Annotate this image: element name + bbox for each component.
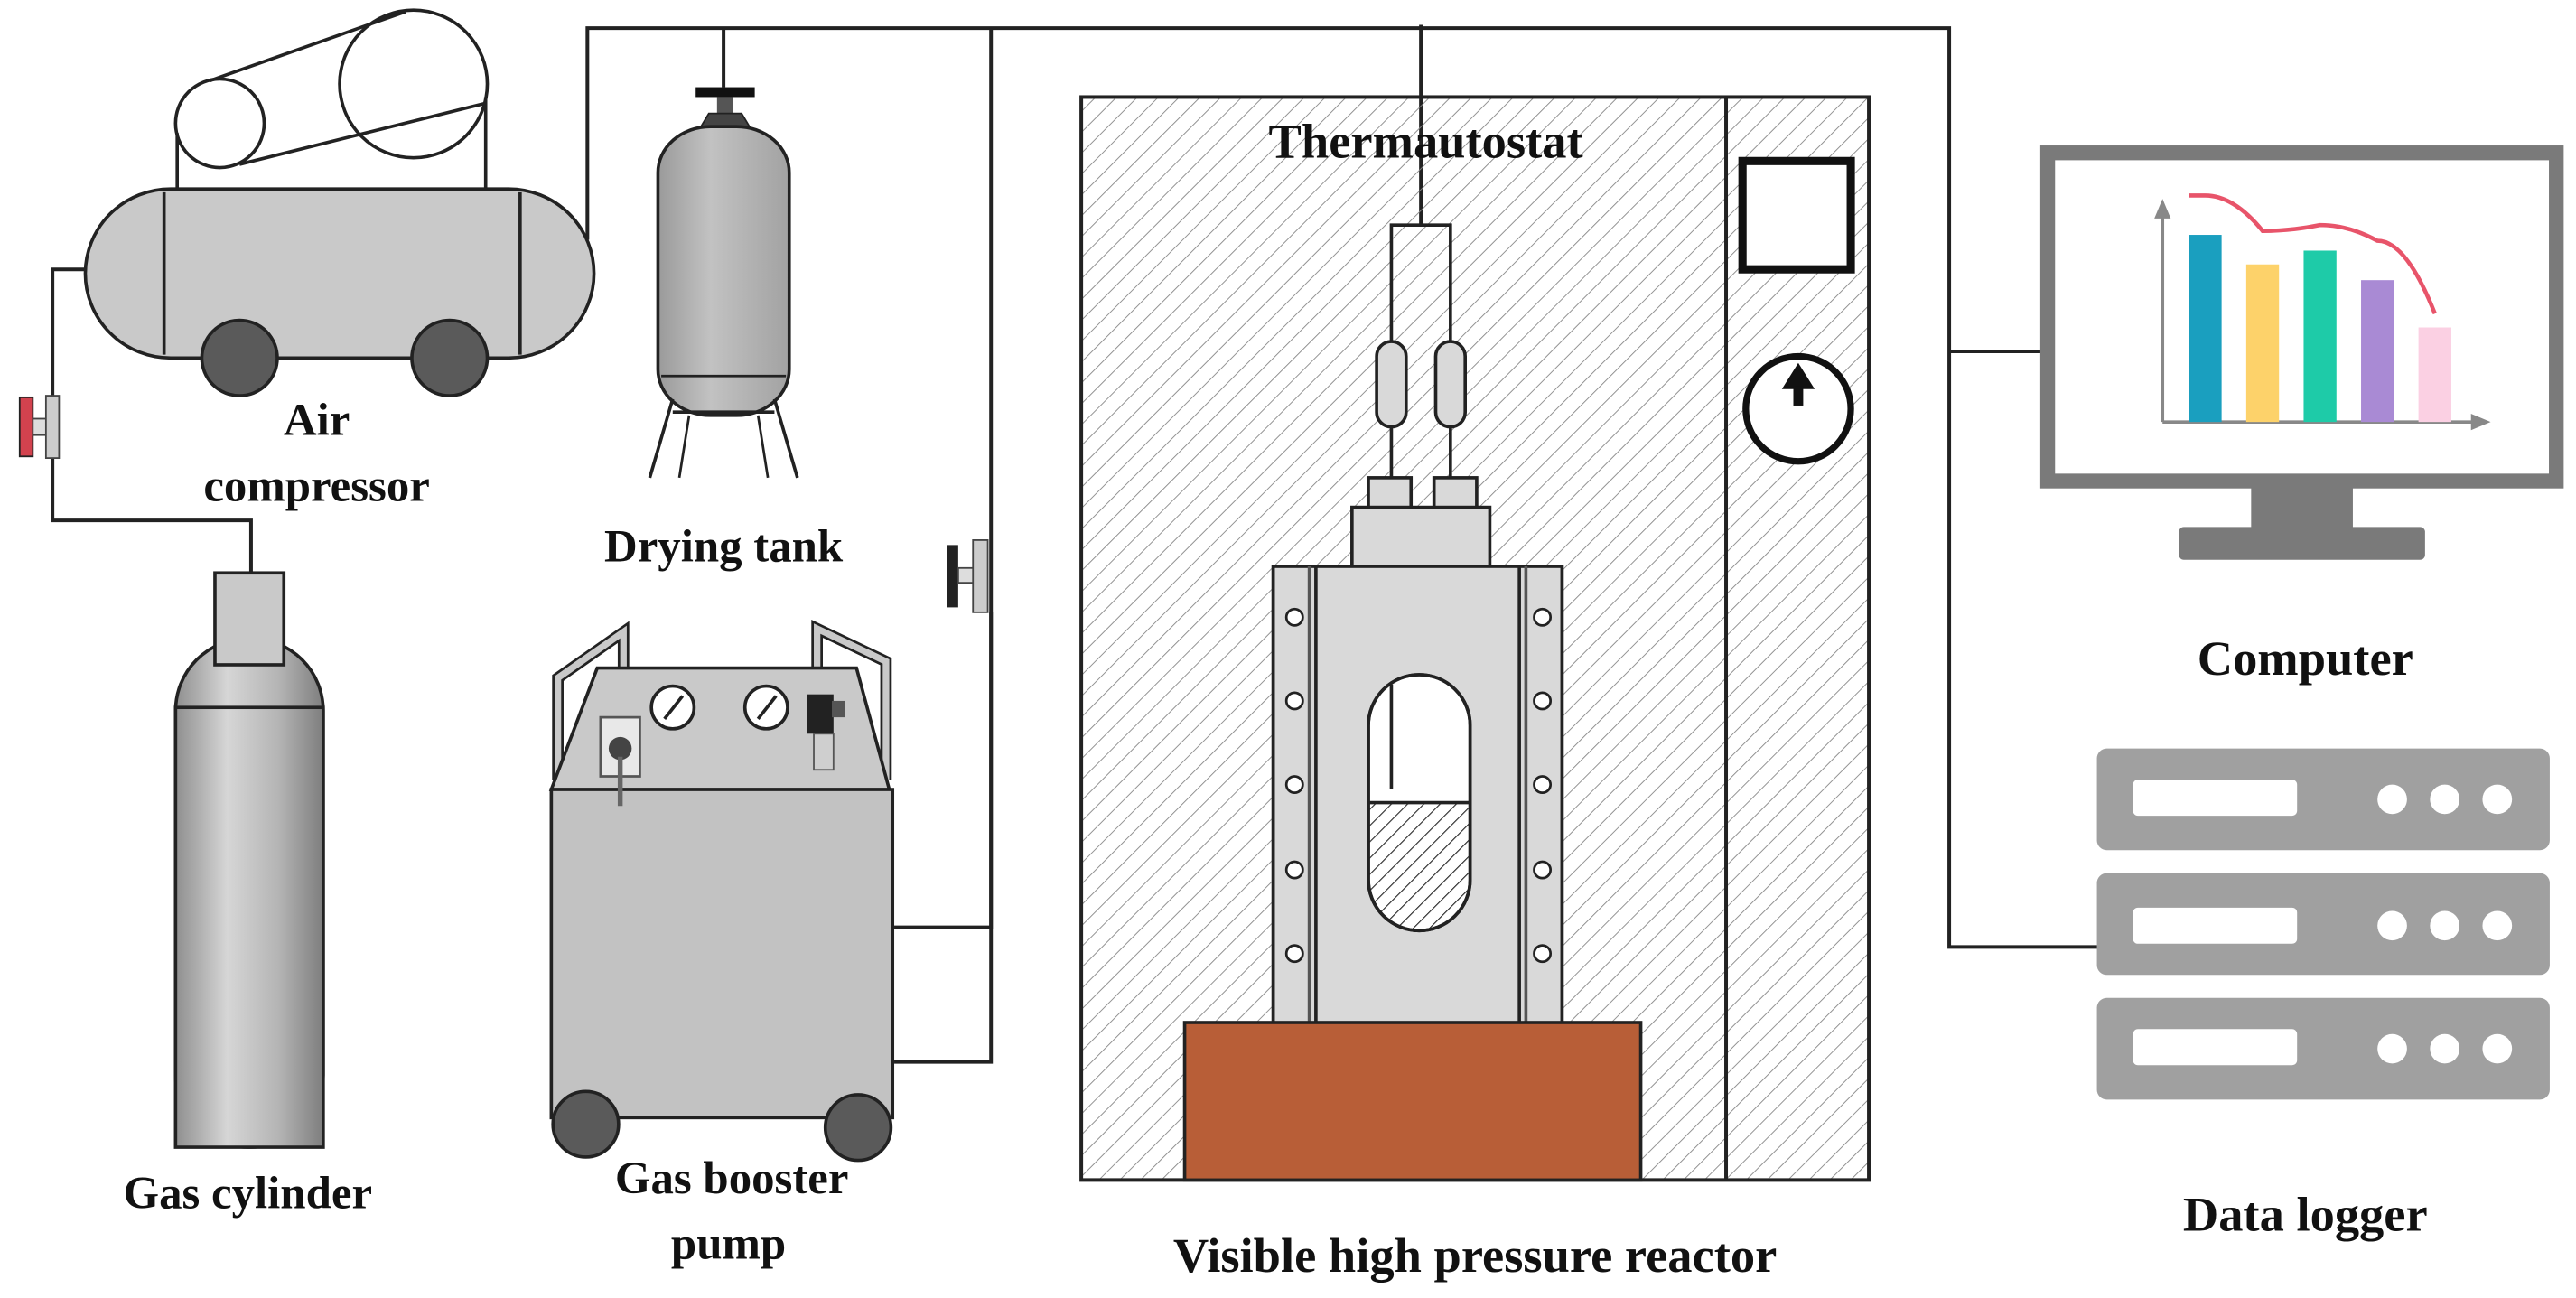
top-main-line bbox=[585, 26, 2101, 949]
drying-tank: Drying tank bbox=[604, 87, 844, 573]
reactor-sight-window bbox=[1367, 673, 1472, 933]
compressor-pulley-small bbox=[173, 77, 266, 170]
monitor-chart-bars bbox=[2189, 235, 2451, 423]
reactor-filter-left bbox=[1375, 340, 1408, 429]
monitor-chart-trend-line bbox=[2189, 193, 2437, 315]
gas-cylinder-valve bbox=[213, 571, 286, 667]
logger-unit-1 bbox=[2096, 748, 2550, 851]
high-pressure-reactor: Visible high pressure reactor bbox=[1173, 223, 1777, 1283]
monitor-bar-3 bbox=[2303, 250, 2337, 423]
booster-to-reactor-line bbox=[894, 612, 994, 1064]
compressor-tank bbox=[83, 187, 596, 360]
monitor-bar-2 bbox=[2245, 264, 2280, 423]
compressor-wheel-right bbox=[410, 318, 490, 397]
reactor-label: Visible high pressure reactor bbox=[1173, 1228, 1777, 1283]
reactor-base bbox=[1182, 1021, 1643, 1182]
data-logger: Data logger bbox=[2096, 748, 2550, 1242]
gas-booster-label-line2: pump bbox=[671, 1219, 786, 1270]
reactor-bolts bbox=[1284, 607, 1553, 964]
logger-unit-2 bbox=[2096, 873, 2550, 976]
cylinder-to-compressor-line bbox=[51, 267, 253, 574]
booster-to-main-line bbox=[894, 28, 994, 929]
monitor-bar-5 bbox=[2418, 327, 2451, 423]
air-compressor: Air compressor bbox=[83, 8, 596, 511]
computer: Computer bbox=[2039, 145, 2564, 686]
pressure-gauge-2-icon bbox=[742, 684, 789, 731]
valve-middle[interactable] bbox=[947, 539, 989, 613]
logger-unit-3 bbox=[2096, 997, 2550, 1100]
reactor-filter-right bbox=[1433, 340, 1468, 429]
computer-label: Computer bbox=[2198, 630, 2413, 686]
monitor-bar-1 bbox=[2189, 235, 2222, 423]
control-panel-display[interactable] bbox=[1738, 156, 1855, 274]
compressor-pulley-large bbox=[338, 8, 490, 160]
drying-tank-label: Drying tank bbox=[604, 522, 844, 573]
valve-left[interactable] bbox=[18, 395, 61, 460]
booster-switch-icon bbox=[807, 694, 845, 771]
air-compressor-label-line1: Air bbox=[284, 396, 350, 446]
computer-monitor bbox=[2039, 145, 2564, 489]
booster-wheel-right bbox=[823, 1093, 893, 1163]
booster-wheel-left bbox=[551, 1089, 621, 1159]
gas-cylinder: Gas cylinder bbox=[124, 571, 372, 1219]
compressor-belt bbox=[209, 10, 485, 166]
gas-cylinder-label: Gas cylinder bbox=[124, 1168, 372, 1219]
booster-body bbox=[549, 788, 895, 1120]
computer-stand bbox=[2179, 527, 2425, 560]
compressor-wheel-left bbox=[200, 318, 279, 397]
pressure-dial-icon[interactable] bbox=[1742, 352, 1854, 465]
monitor-bar-4 bbox=[2361, 280, 2394, 423]
air-compressor-label-line2: compressor bbox=[203, 461, 429, 511]
pressure-gauge-1-icon bbox=[649, 684, 696, 731]
thermautostat-label: Thermautostat bbox=[1269, 114, 1583, 169]
data-logger-label: Data logger bbox=[2183, 1187, 2428, 1242]
reactor-lid bbox=[1350, 505, 1492, 568]
gas-booster-label-line1: Gas booster bbox=[615, 1153, 849, 1204]
drying-tank-body bbox=[656, 125, 791, 417]
gas-booster-pump: Gas booster pump bbox=[548, 619, 895, 1270]
